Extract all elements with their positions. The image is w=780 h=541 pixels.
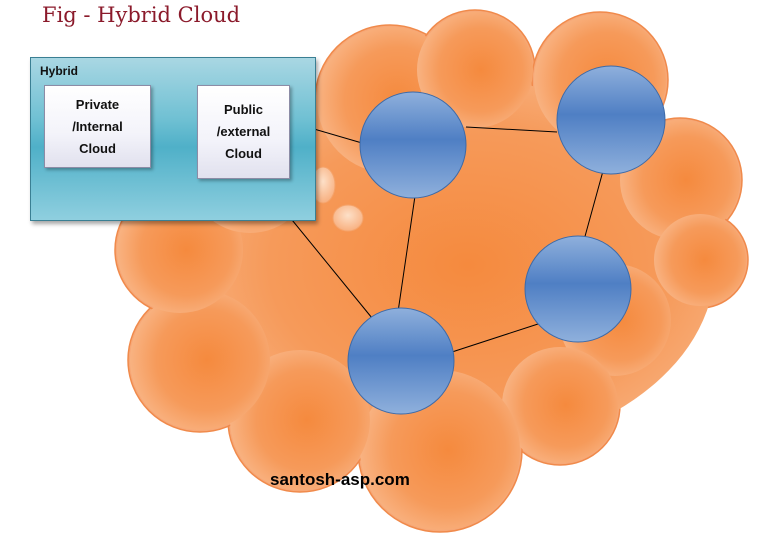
connector-node-d-node-c [451,323,539,353]
thought-bubble-small [332,204,364,232]
connector-node-b-node-c [583,170,604,241]
network-node-b [556,65,666,175]
private-cloud-label: Private /Internal Cloud [72,96,123,156]
network-node-a [359,91,467,199]
network-node-c [524,235,632,343]
connector-node-a-node-b [465,126,558,133]
public-cloud-label: Public /external Cloud [216,102,271,161]
connector-node-a-node-d [397,195,416,313]
site-watermark: santosh-asp.com [270,470,410,489]
figure-title: Fig - Hybrid Cloud [42,3,241,27]
hybrid-panel: Hybrid Private /Internal Cloud Public /e… [30,57,316,221]
public-cloud-box: Public /external Cloud [197,85,290,179]
network-node-d [347,307,455,415]
private-cloud-box: Private /Internal Cloud [44,85,151,168]
hybrid-label: Hybrid [40,64,79,78]
